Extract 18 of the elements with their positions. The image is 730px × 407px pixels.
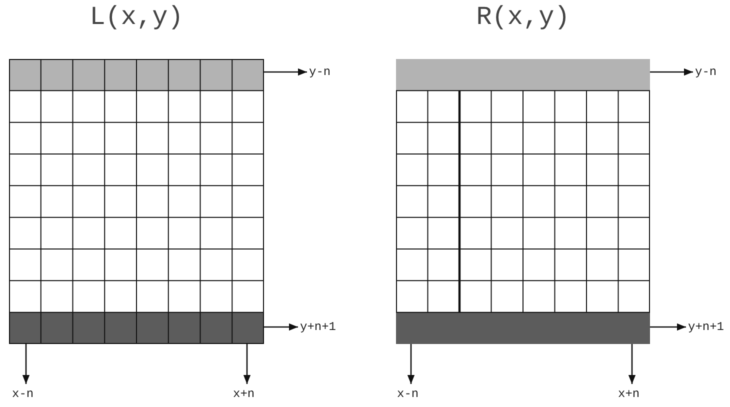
index-label: x+n xyxy=(233,386,261,402)
index-label: y-n xyxy=(309,64,337,80)
index-label: x-n xyxy=(397,386,425,402)
index-label: y-n xyxy=(695,64,723,80)
arrow xyxy=(22,344,30,384)
index-label: x+n xyxy=(618,386,646,402)
arrow xyxy=(628,344,636,384)
index-label: y+n+1 xyxy=(688,319,728,335)
arrow xyxy=(264,323,298,331)
index-label: x-n xyxy=(12,386,40,402)
index-label: y+n+1 xyxy=(300,319,340,335)
arrow xyxy=(650,68,693,76)
arrow xyxy=(264,68,307,76)
grid-heading: R(x,y) xyxy=(475,2,571,32)
arrow xyxy=(407,344,415,384)
arrow xyxy=(243,344,251,384)
arrow xyxy=(650,323,686,331)
grid-heading: L(x,y) xyxy=(88,2,184,32)
